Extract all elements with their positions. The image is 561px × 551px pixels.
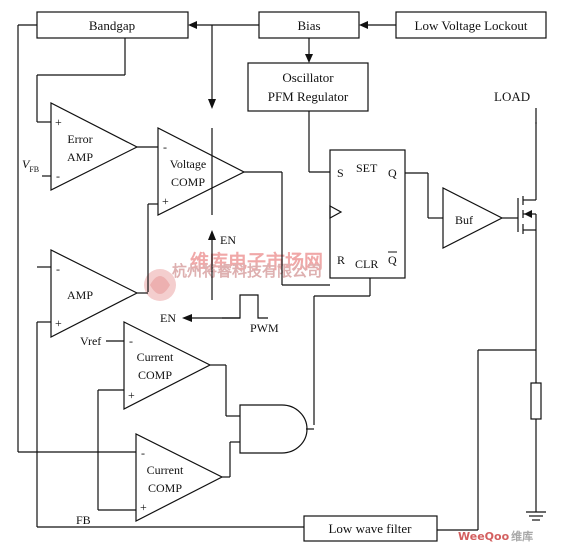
- vfb-label: VFB: [22, 157, 39, 174]
- vfb-input: VFB: [22, 157, 51, 177]
- watermark-brand-suffix: 维库: [511, 529, 533, 543]
- voltage-comp-minus: -: [163, 140, 167, 154]
- flip-flop-clr: CLR: [355, 257, 378, 271]
- voltage-comp-label-1: Voltage: [170, 157, 206, 171]
- current-comp-2-label-2: COMP: [148, 481, 182, 495]
- current-comp-1-label-2: COMP: [138, 368, 172, 382]
- amp-plus: +: [55, 316, 62, 330]
- load-label: LOAD: [494, 89, 530, 104]
- bandgap-block: Bandgap: [36, 11, 189, 39]
- fb-label: FB: [76, 513, 91, 527]
- vref-label: Vref: [80, 334, 101, 348]
- sr-flip-flop: S SET Q R CLR Q: [329, 149, 406, 279]
- current-comp-1: - + Current COMP: [123, 321, 212, 410]
- flip-flop-r: R: [337, 253, 345, 267]
- low-wave-filter-block: Low wave filter: [303, 515, 438, 542]
- flip-flop-s: S: [337, 166, 344, 180]
- ground-symbol: [526, 511, 546, 521]
- low-voltage-lockout-block: Low Voltage Lockout: [395, 11, 547, 39]
- en-top-label: EN: [220, 233, 236, 247]
- flip-flop-set: SET: [356, 161, 378, 175]
- voltage-comp-plus: +: [162, 194, 169, 208]
- low-voltage-lockout-label: Low Voltage Lockout: [415, 18, 528, 33]
- low-wave-filter-label: Low wave filter: [328, 521, 412, 536]
- watermark-chinese-top: 维库电子市场网: [190, 250, 323, 273]
- current-comp-1-label-1: Current: [137, 350, 174, 364]
- current-comp-2: - + Current COMP: [135, 433, 224, 522]
- pwm-label: PWM: [250, 321, 279, 335]
- current-comp-2-plus: +: [140, 500, 147, 514]
- bandgap-label: Bandgap: [89, 18, 135, 33]
- sense-resistor: [530, 382, 542, 512]
- amp-minus: -: [56, 262, 60, 276]
- current-comp-2-minus: -: [141, 446, 145, 460]
- buf-label: Buf: [455, 213, 473, 227]
- error-amp-label-2: AMP: [67, 150, 93, 164]
- bias-label: Bias: [297, 18, 320, 33]
- current-comp-1-plus: +: [128, 388, 135, 402]
- mosfet: [517, 122, 537, 383]
- en-bottom-label: EN: [160, 311, 176, 325]
- pwm-source: EN PWM: [160, 294, 279, 335]
- current-comp-2-label-1: Current: [147, 463, 184, 477]
- voltage-comp-label-2: COMP: [171, 175, 205, 189]
- oscillator-block: Oscillator PFM Regulator: [247, 62, 369, 112]
- en-top: EN: [208, 230, 236, 300]
- bias-block: Bias: [258, 11, 360, 39]
- error-amp-plus: +: [55, 115, 62, 129]
- flip-flop-q: Q: [388, 166, 397, 180]
- vfb-subscript: FB: [29, 165, 39, 174]
- top-wiring: [17, 21, 396, 452]
- error-amp-label-1: Error: [67, 132, 92, 146]
- amp: - + AMP: [50, 249, 139, 338]
- current-comp-1-minus: -: [129, 334, 133, 348]
- voltage-comp: - + Voltage COMP: [157, 127, 246, 216]
- error-amp: + - Error AMP: [50, 102, 139, 191]
- watermark-brand-name: WeeQoo: [458, 530, 510, 543]
- oscillator-label: Oscillator: [282, 70, 334, 85]
- pfm-regulator-label: PFM Regulator: [268, 89, 349, 104]
- vfb-v: V: [22, 157, 31, 171]
- amp-label: AMP: [67, 288, 93, 302]
- watermark-logo: [144, 269, 176, 301]
- watermark-company: 杭州将睿科技有限公司: [172, 262, 322, 280]
- buf: Buf: [442, 187, 504, 249]
- error-amp-minus: -: [56, 169, 60, 183]
- flip-flop-q-bar: Q: [388, 253, 397, 267]
- and-gate: [239, 404, 308, 454]
